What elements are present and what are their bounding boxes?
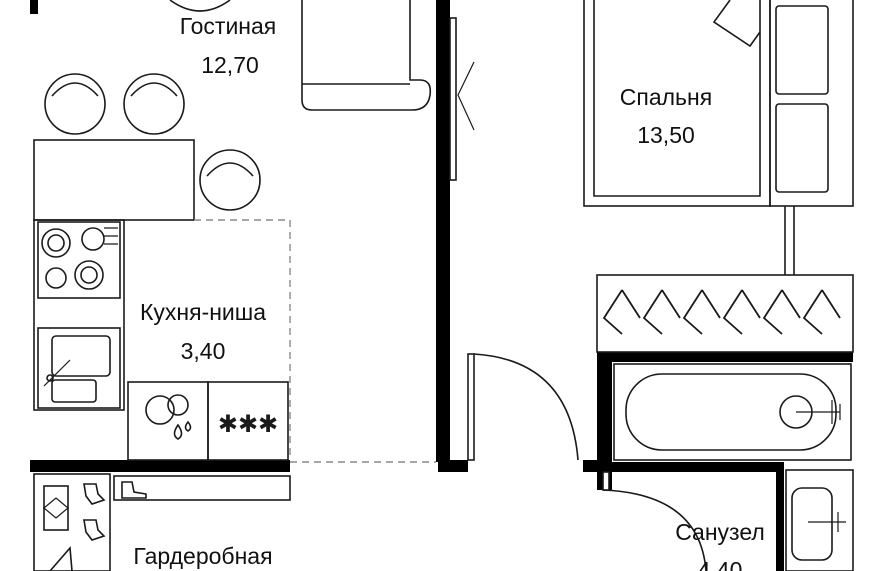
burner-1 (41, 228, 71, 258)
hangers (602, 289, 841, 335)
kitchen-counter (33, 219, 125, 411)
walls (30, 0, 853, 571)
bedroom-furniture (583, 0, 854, 275)
entry-door (467, 353, 579, 461)
wall-left-top (30, 0, 38, 14)
sofa (301, 0, 432, 111)
bathroom-name: Санузел (675, 519, 765, 545)
freezer-snowflakes: ✱✱✱ (218, 410, 278, 438)
wall-bath-sink-left (776, 462, 784, 571)
pillow-1 (775, 5, 829, 95)
wall-right-upper-closet (597, 352, 853, 362)
room-labels: Гостиная 12,70 Спальня 13,50 Кухня-ниша … (133, 13, 764, 571)
wall-bath-left (597, 352, 612, 490)
wall-bottom-left (30, 460, 290, 472)
chair-2 (123, 73, 185, 135)
kitchen-sink (37, 327, 121, 409)
bathroom-furniture (602, 363, 854, 571)
kitchen-furniture: ✱✱✱ (33, 219, 436, 463)
freezer (207, 381, 289, 461)
living-room-area: 12,70 (201, 52, 259, 78)
chair-3 (199, 149, 261, 211)
bathroom-area: 4,40 (698, 557, 743, 571)
burner-3 (45, 267, 67, 289)
burner-2 (81, 227, 105, 251)
headboard (769, 0, 854, 207)
closet (596, 274, 854, 353)
pillow-2 (775, 103, 829, 193)
wardrobe-shelf (113, 475, 291, 501)
wardrobe-cabinet (33, 473, 111, 571)
living-furniture (33, 0, 475, 221)
bed-blanket-corner (712, 0, 761, 48)
bedroom-name: Спальня (620, 84, 712, 110)
bathroom-door-swing (602, 489, 707, 571)
wall-bath-bottom (612, 462, 784, 472)
wall-bottom-center-stub (438, 460, 468, 472)
living-room-name: Гостиная (180, 13, 277, 39)
bathtub (613, 363, 852, 461)
kitchen-area: 3,40 (181, 338, 226, 364)
stove (37, 221, 121, 299)
chair-4 (169, 0, 231, 12)
door-leaf-living (449, 17, 457, 181)
chair-1 (44, 73, 106, 135)
bedroom-area: 13,50 (637, 122, 695, 148)
closet-rail (596, 274, 854, 353)
wardrobe-name: Гардеробная (133, 543, 272, 569)
kitchen-name: Кухня-ниша (140, 299, 266, 325)
kitchen-boundary (194, 219, 291, 460)
dining-table (33, 139, 195, 221)
bathroom-sink (785, 469, 854, 571)
wall-center-vertical (436, 0, 450, 462)
burner-4 (74, 260, 104, 290)
wardrobe-furniture (33, 473, 291, 571)
shoe-1 (121, 481, 147, 499)
